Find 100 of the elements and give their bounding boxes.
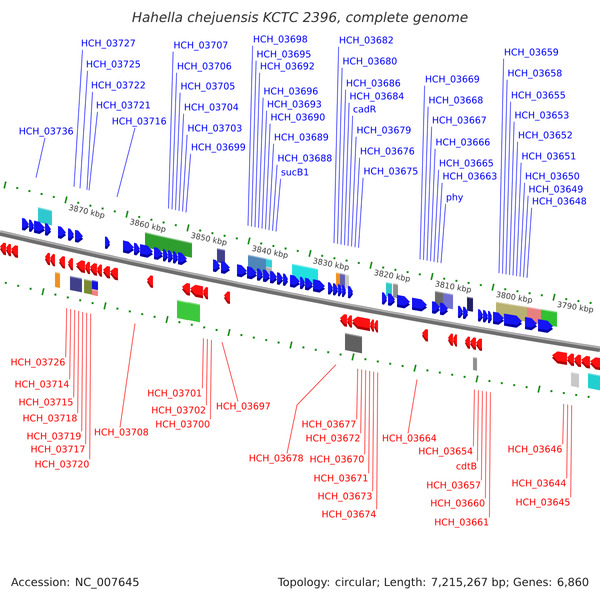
- gene-label: HCH_03665: [440, 160, 493, 169]
- gene-label: HCH_03675: [364, 168, 418, 177]
- leader-line: [88, 112, 98, 191]
- gene-label: HCH_03726: [12, 358, 65, 368]
- gene-label: HCH_03689: [274, 134, 328, 143]
- gene-label: HCH_03679: [357, 126, 411, 136]
- leader-line: [276, 178, 281, 232]
- leader-line: [206, 338, 208, 406]
- gene-label: HCH_03721: [96, 102, 150, 111]
- gene-label: HCH_03651: [522, 152, 576, 162]
- leader-line: [286, 364, 336, 454]
- gene-label: HCH_03671: [314, 474, 368, 484]
- gene-label: HCH_03719: [28, 432, 81, 442]
- leader-line: [440, 204, 446, 264]
- leader-line: [434, 170, 439, 262]
- gene-label: HCH_03715: [20, 398, 72, 408]
- gene-label: HCH_03686: [346, 80, 400, 89]
- gene-label: HCH_03717: [32, 446, 84, 455]
- leader-line: [77, 310, 79, 414]
- leader-line: [120, 323, 136, 428]
- gene-label: HCH_03652: [518, 132, 572, 141]
- leader-line: [202, 338, 204, 389]
- leader-line: [356, 368, 358, 420]
- gene-label: HCH_03688: [278, 154, 332, 164]
- gene-label: HCH_03654: [419, 448, 472, 457]
- leader-line: [36, 138, 46, 178]
- gene-label: HCH_03646: [508, 446, 562, 455]
- leader-line: [566, 404, 568, 479]
- gene-label: HCH_03649: [529, 186, 583, 195]
- leader-line: [175, 92, 180, 210]
- leader-line: [86, 92, 93, 190]
- gene-label: HCH_03682: [340, 36, 393, 46]
- gene-label: HCH_03684: [350, 92, 404, 102]
- gene-label: HCH_03680: [343, 58, 397, 67]
- leader-line: [73, 310, 75, 398]
- leader-line: [523, 196, 528, 278]
- gene-label: HCH_03668: [429, 96, 483, 106]
- leader-line: [265, 124, 270, 230]
- leader-line: [80, 70, 88, 189]
- leader-line: [248, 46, 253, 226]
- leader-line: [222, 342, 238, 402]
- leader-line: [502, 80, 508, 274]
- gene-label: HCH_03700: [156, 420, 210, 430]
- gene-label: HCH_03677: [302, 420, 356, 430]
- leader-line: [376, 372, 378, 510]
- leader-line: [254, 72, 260, 228]
- gene-label: HCH_03650: [526, 172, 580, 182]
- leader-line: [258, 98, 264, 228]
- leader-line: [358, 178, 364, 248]
- gene-label: HCH_03653: [515, 112, 568, 121]
- leader-line: [65, 308, 67, 358]
- gene-label: HCH_03660: [431, 500, 484, 509]
- leader-line: [570, 404, 572, 498]
- leader-line: [368, 370, 370, 474]
- gene-label: HCH_03648: [532, 198, 586, 207]
- footer-text: Topology: circular; Length: 7,215,267 bp; Genes: 6,860: [278, 578, 588, 588]
- leader-line: [334, 46, 339, 244]
- leader-line: [172, 72, 177, 210]
- gene-label: HCH_03708: [94, 428, 148, 438]
- gene-label: HCH_03704: [184, 104, 238, 113]
- gene-label: HCH_03658: [508, 70, 562, 79]
- leader-line: [509, 122, 514, 276]
- gene-label: HCH_03727: [82, 40, 135, 49]
- leader-line: [512, 142, 518, 276]
- gene-label: HCH_03678: [250, 454, 303, 464]
- leader-line: [262, 110, 267, 229]
- gene-label: HCH_03707: [174, 42, 228, 51]
- gene-label: HCH_03720: [36, 460, 89, 470]
- leader-line: [485, 391, 487, 499]
- gene-label: HCH_03661: [435, 518, 488, 528]
- leader-line: [430, 148, 436, 262]
- gene-label: HCH_03695: [257, 50, 310, 60]
- leader-line: [81, 312, 83, 432]
- leader-line: [481, 390, 483, 481]
- leader-line: [348, 116, 353, 246]
- gene-label: HCH_03725: [86, 60, 140, 70]
- gene-label: HCH_03696: [264, 88, 318, 97]
- leader-line: [372, 371, 374, 492]
- gene-label: HCH_03672: [306, 434, 360, 444]
- leader-line: [272, 164, 278, 232]
- leader-line: [85, 312, 87, 445]
- leader-line: [526, 208, 532, 278]
- leader-line: [520, 182, 525, 277]
- gene-label: HCH_03663: [443, 172, 496, 182]
- leader-line: [251, 60, 256, 227]
- gene-label: HCH_03664: [382, 434, 436, 444]
- gene-label: HCH_03669: [426, 76, 480, 85]
- leader-line: [360, 369, 362, 434]
- gene-label: HCH_03703: [188, 124, 242, 134]
- leader-line: [351, 136, 356, 247]
- gene-label: HCH_03659: [504, 48, 558, 58]
- leader-line: [182, 134, 188, 212]
- leader-line: [168, 52, 174, 209]
- gene-label: HCH_03702: [152, 406, 206, 416]
- leader-line: [344, 102, 350, 246]
- gene-label: HCH_03705: [181, 82, 234, 92]
- gene-label: HCH_03699: [192, 144, 246, 153]
- gene-label: HCH_03692: [260, 62, 314, 72]
- leader-line: [116, 128, 136, 198]
- leader-line: [408, 379, 418, 434]
